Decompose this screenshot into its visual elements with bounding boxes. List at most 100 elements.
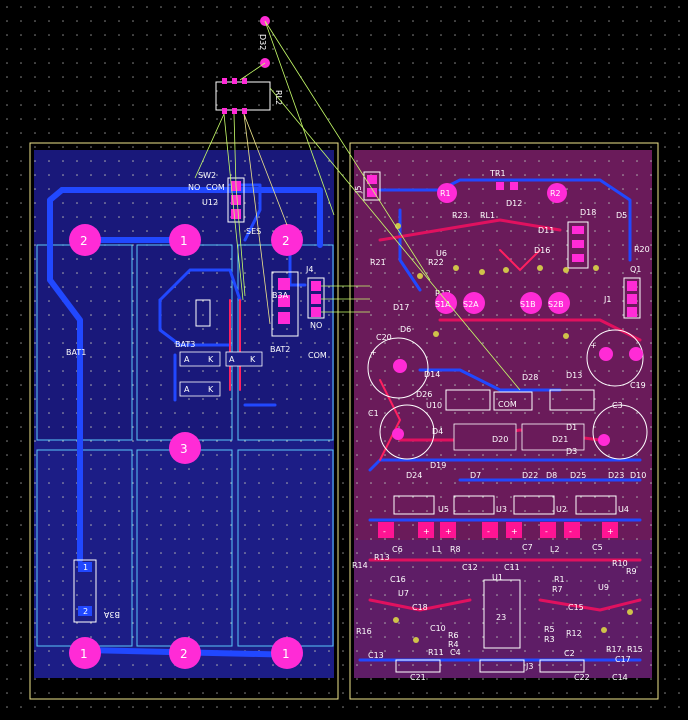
j4-pad-3[interactable] xyxy=(278,312,290,324)
bat-pad-4[interactable] xyxy=(169,432,201,464)
pm-pad-8[interactable] xyxy=(602,522,618,538)
s1a-pad[interactable] xyxy=(435,292,457,314)
pm-pad-3[interactable] xyxy=(440,522,456,538)
reg-u3[interactable] xyxy=(453,495,495,515)
j4r-pad-3[interactable] xyxy=(311,307,321,317)
j1-pin-1[interactable] xyxy=(627,281,637,291)
bat-pad-3[interactable] xyxy=(271,224,303,256)
pad-label-1a: 1 xyxy=(180,234,188,248)
rl2-pin-2[interactable] xyxy=(232,78,237,84)
reg-u4[interactable] xyxy=(575,495,617,515)
connector-j5[interactable] xyxy=(363,171,381,201)
cap-c1-pad[interactable] xyxy=(392,428,404,440)
header-j3-right[interactable] xyxy=(539,659,585,673)
r-red-5 xyxy=(368,598,472,612)
label-u9-bottom: U9 xyxy=(598,583,609,592)
bridge-d21[interactable] xyxy=(521,423,585,451)
label-com-j4: COM xyxy=(308,351,327,360)
ratsnest-2 xyxy=(264,20,431,281)
label-d11: D11 xyxy=(538,226,554,235)
connector-pin-1[interactable] xyxy=(78,562,92,572)
label-d22: D22 xyxy=(522,471,538,480)
bat-pad-7[interactable] xyxy=(271,637,303,669)
header-j3-mid[interactable] xyxy=(479,659,525,673)
cap-c19-pad2[interactable] xyxy=(599,347,613,361)
label-u3: U3 xyxy=(496,505,507,514)
header-j3-left[interactable] xyxy=(395,659,441,673)
j4-pad-2[interactable] xyxy=(278,295,290,307)
ic-u1[interactable] xyxy=(483,579,521,649)
pad-label-2a: 2 xyxy=(80,234,88,248)
pm-pad-6[interactable] xyxy=(540,522,556,538)
rl2-pin-5[interactable] xyxy=(232,108,237,114)
right-board[interactable]: J5 R1 R2 TR1 R23 RL1 D12 D18 D5 D11 D16 … xyxy=(349,142,659,700)
j4r-pad-1[interactable] xyxy=(311,281,321,291)
rl2-pin-3[interactable] xyxy=(242,78,247,84)
pm-pad-1[interactable] xyxy=(378,522,394,538)
j1-pin-3[interactable] xyxy=(627,307,637,317)
pm-pad-4[interactable] xyxy=(482,522,498,538)
s2b-pad[interactable] xyxy=(548,292,570,314)
bat-pad-6[interactable] xyxy=(169,637,201,669)
cap-c20-pad[interactable] xyxy=(393,359,407,373)
s2a-pad[interactable] xyxy=(463,292,485,314)
r1-pad[interactable] xyxy=(437,183,457,203)
pm-pad-7[interactable] xyxy=(564,522,580,538)
cap-c19[interactable] xyxy=(586,329,644,387)
connector-b3a[interactable] xyxy=(73,559,97,623)
s1b-pad[interactable] xyxy=(520,292,542,314)
reg-u8[interactable] xyxy=(549,389,595,411)
connector-pin-2[interactable] xyxy=(78,606,92,616)
pm-label-5: + xyxy=(511,527,518,536)
label-r16: R16 xyxy=(356,627,372,636)
r2-pad[interactable] xyxy=(547,183,567,203)
cap-c20[interactable] xyxy=(367,337,429,399)
connector-j1[interactable] xyxy=(623,277,641,319)
j4-pad-1[interactable] xyxy=(278,278,290,290)
u9-pin-3[interactable] xyxy=(572,254,584,262)
diode-d29[interactable] xyxy=(225,351,263,367)
cap-c3-pad[interactable] xyxy=(598,434,610,446)
reg-u10[interactable] xyxy=(445,389,491,411)
u12-pin-2[interactable] xyxy=(231,195,241,205)
pm-pad-5[interactable] xyxy=(506,522,522,538)
tr1-pin-b[interactable] xyxy=(510,182,518,190)
label-q1: Q1 xyxy=(630,265,641,274)
connector-j4-right[interactable] xyxy=(307,277,325,319)
rl2-pin-4[interactable] xyxy=(222,108,227,114)
label-u5: U5 xyxy=(438,505,449,514)
via-14 xyxy=(627,609,633,615)
bat-pad-1[interactable] xyxy=(69,224,101,256)
relay-sw-center[interactable] xyxy=(493,391,533,411)
reg-u5[interactable] xyxy=(393,495,435,515)
tr1-pin-a[interactable] xyxy=(496,182,504,190)
j1-pin-2[interactable] xyxy=(627,294,637,304)
u12-pin-3[interactable] xyxy=(231,209,241,219)
ic-u9-top[interactable] xyxy=(567,221,589,269)
label-rl1: RL1 xyxy=(480,211,495,220)
u9-pin-2[interactable] xyxy=(572,240,584,248)
rl2-pin-1[interactable] xyxy=(222,78,227,84)
pm-pad-2[interactable] xyxy=(418,522,434,538)
j5-pin-1[interactable] xyxy=(367,175,377,184)
label-r4: R4 xyxy=(448,640,459,649)
connector-j4[interactable] xyxy=(271,271,299,337)
j4r-pad-2[interactable] xyxy=(311,294,321,304)
cap-c1[interactable] xyxy=(379,404,435,460)
bat-pad-5[interactable] xyxy=(69,637,101,669)
rl2-pin-6[interactable] xyxy=(242,108,247,114)
diode-d30[interactable] xyxy=(179,351,221,367)
label-c2: C2 xyxy=(564,649,575,658)
bridge-d20[interactable] xyxy=(453,423,517,451)
bat-pad-2[interactable] xyxy=(169,224,201,256)
cap-c3[interactable] xyxy=(592,404,648,460)
j5-pin-2[interactable] xyxy=(367,188,377,197)
left-board[interactable]: 2 1 2 3 1 2 1 1 2 B3A BAT1 BAT3 BAT2 SW2… xyxy=(29,142,339,700)
u9-pin-1[interactable] xyxy=(572,226,584,234)
cap-c19-pad[interactable] xyxy=(629,347,643,361)
component-u11[interactable] xyxy=(195,299,211,327)
diode-d31[interactable] xyxy=(179,381,221,397)
label-r1: R1 xyxy=(440,189,451,198)
reg-u2[interactable] xyxy=(513,495,555,515)
